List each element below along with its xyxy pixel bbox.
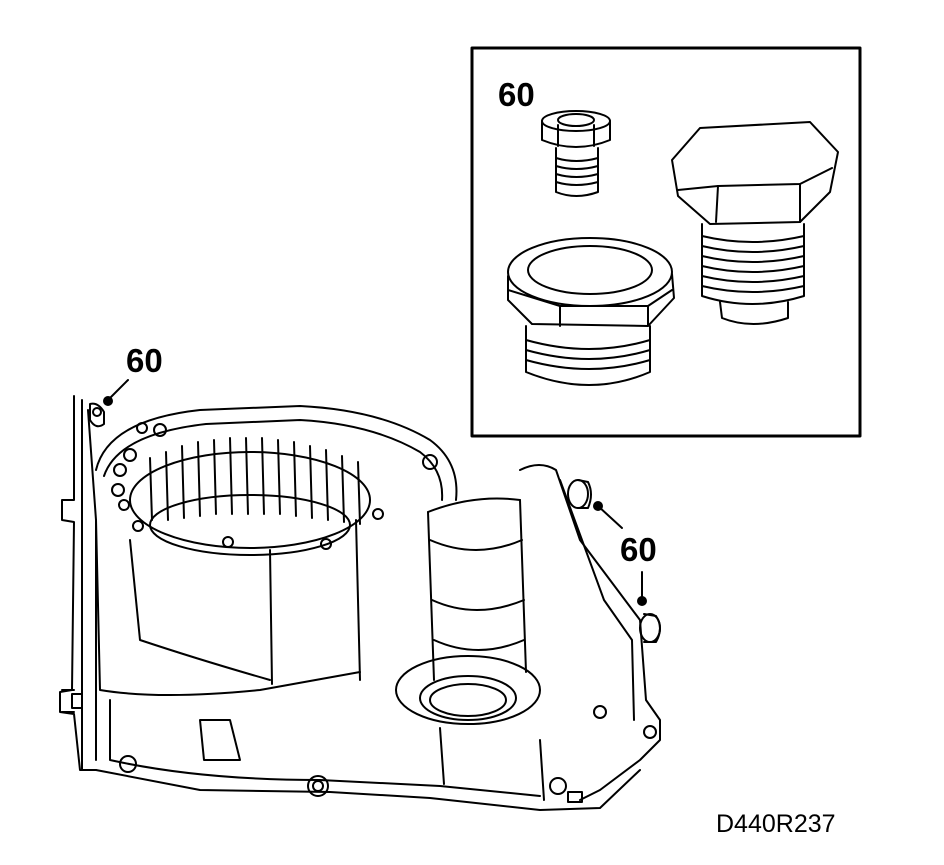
- hex-plug-drawing: [507, 237, 675, 386]
- callout-left-plug-label: 60: [126, 342, 163, 379]
- leader-right-upper: [597, 505, 623, 529]
- figure-reference-code: D440R237: [716, 810, 836, 838]
- leader-right-lower-dot: [637, 596, 647, 606]
- gearbox-housing-drawing: [59, 395, 661, 811]
- leader-left: [107, 379, 129, 401]
- small-plug-drawing: [541, 110, 611, 197]
- callout-right-plug-label: 60: [620, 531, 657, 568]
- leader-left-dot: [103, 396, 113, 406]
- callout-inset-label: 60: [498, 76, 535, 113]
- inset-detail: [470, 46, 862, 438]
- leader-right-upper-dot: [593, 501, 603, 511]
- inset-frame: [470, 46, 862, 438]
- large-plug-drawing: [671, 121, 839, 325]
- leader-lines: [103, 379, 647, 606]
